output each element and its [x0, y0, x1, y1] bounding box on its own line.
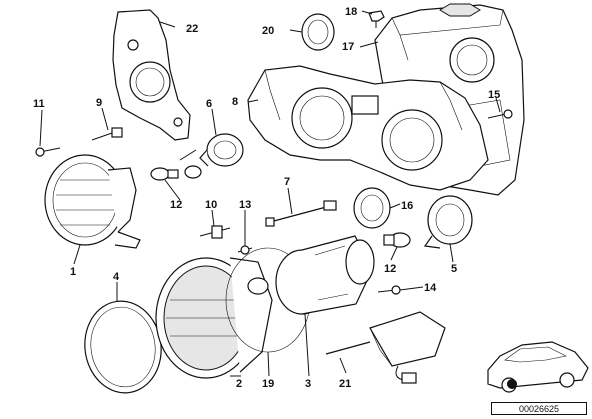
callout-11: 11 [33, 98, 45, 110]
callout-5: 5 [451, 263, 457, 275]
callout-7: 7 [284, 176, 290, 188]
part-6-bulb-holder [199, 133, 244, 167]
callout-6: 6 [206, 98, 212, 110]
callout-12-upper: 12 [170, 199, 182, 211]
callout-8: 8 [232, 96, 238, 108]
part-18-clip [368, 10, 385, 28]
callout-14: 14 [424, 282, 437, 294]
callout-10: 10 [205, 199, 217, 211]
callout-19: 19 [262, 378, 274, 390]
part-12-bulb-upper [150, 149, 202, 181]
part-21-control-unit [325, 311, 446, 384]
part-1-fog-light [44, 154, 141, 249]
callout-22: 22 [186, 23, 198, 35]
callout-1: 1 [70, 266, 76, 278]
callout-16: 16 [401, 200, 413, 212]
part-2-headlight [155, 257, 273, 379]
part-3-projector [275, 235, 375, 315]
part-7-adjusting-rod [265, 200, 337, 227]
part-4-trim-ring [84, 300, 162, 394]
callout-9: 9 [96, 97, 102, 109]
part-15-screw [487, 109, 513, 119]
callout-3: 3 [305, 378, 311, 390]
callout-labels: 22 20 18 17 8 6 9 11 15 12 10 13 7 16 12… [33, 6, 500, 390]
part-12-bulb-lower [383, 232, 411, 248]
part-22-mounting-plate [112, 9, 191, 141]
callout-21: 21 [339, 378, 351, 390]
callout-12-lower: 12 [384, 263, 396, 275]
callout-2: 2 [236, 378, 242, 390]
part-11-bolt [35, 147, 61, 157]
part-8-carrier-frame [247, 65, 489, 191]
part-9-screw [91, 127, 123, 141]
callout-4: 4 [113, 271, 120, 283]
part-5-cap [423, 195, 473, 249]
callout-20: 20 [262, 25, 274, 37]
part-20-cap [301, 13, 335, 51]
part-10-adjuster [199, 225, 231, 239]
part-16-bulb-holder [353, 187, 391, 229]
callout-17: 17 [342, 41, 354, 53]
document-code-label: 00026625 [491, 402, 587, 415]
callout-15: 15 [488, 89, 500, 101]
vehicle-thumbnail [487, 341, 589, 393]
leader-lines [39, 10, 501, 377]
part-14-screw [377, 285, 401, 295]
callout-18: 18 [345, 6, 357, 18]
callout-13: 13 [239, 199, 251, 211]
